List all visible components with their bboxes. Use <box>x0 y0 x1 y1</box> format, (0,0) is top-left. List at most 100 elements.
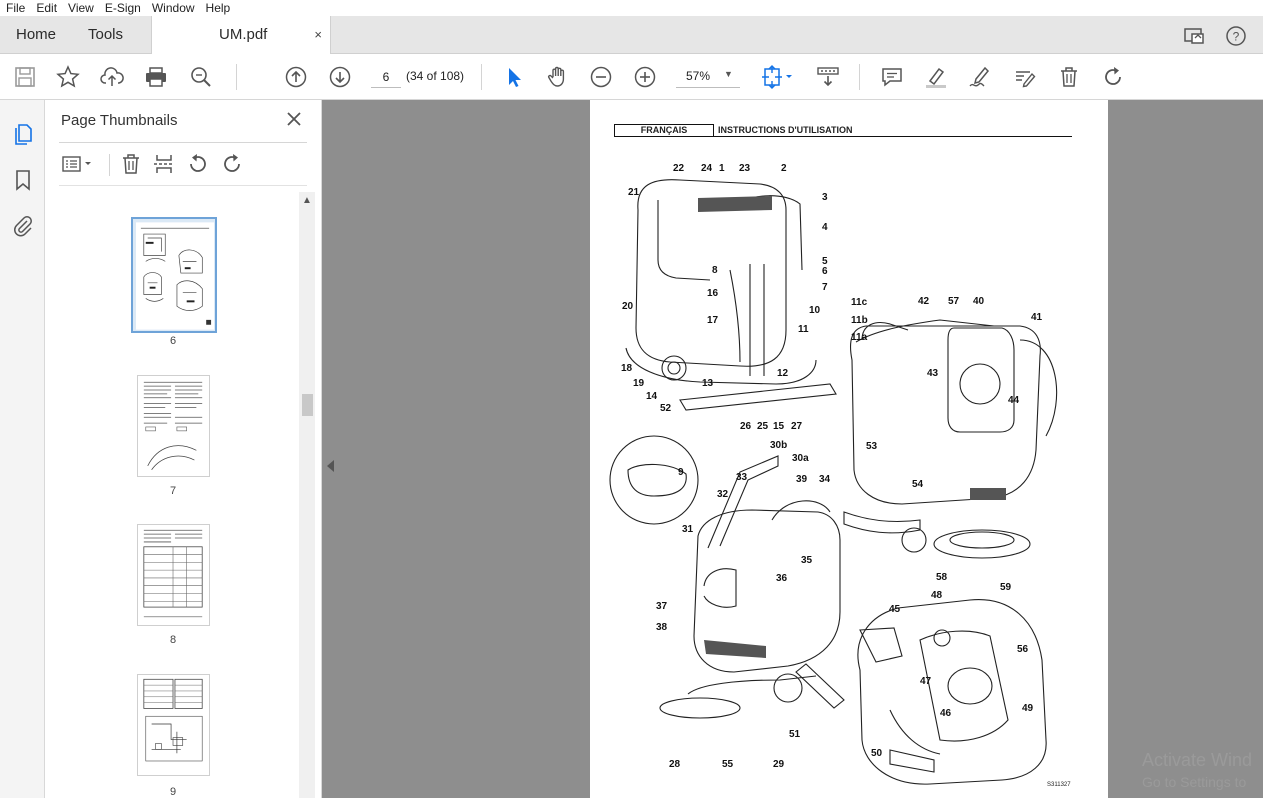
figure-1-column <box>749 264 765 376</box>
menu-esign[interactable]: E-Sign <box>104 1 141 15</box>
figure-callout: 3 <box>822 192 828 203</box>
thumbnail-page-8[interactable] <box>137 524 210 626</box>
collapse-panel-icon[interactable] <box>327 460 334 472</box>
figure-3-base <box>687 675 817 695</box>
tab-bar: Home Tools UM.pdf × ? <box>0 16 1263 54</box>
figure-1-hose <box>729 269 741 363</box>
figure-callout: 7 <box>822 282 828 293</box>
scrollbar-thumb[interactable] <box>302 394 313 416</box>
menu-help[interactable]: Help <box>205 1 231 15</box>
figure-3-squeegee <box>795 663 845 709</box>
hand-tool-icon[interactable] <box>546 65 570 89</box>
tab-home[interactable]: Home <box>16 26 57 43</box>
next-page-icon[interactable] <box>328 65 352 89</box>
close-icon[interactable] <box>285 110 303 128</box>
zoom-dropdown[interactable]: 57% ▼ <box>676 66 740 88</box>
previous-page-icon[interactable] <box>284 65 308 89</box>
figure-callout: 11c <box>851 297 868 308</box>
figure-callout: 11 <box>798 324 809 335</box>
figure-callout: 44 <box>1008 395 1020 406</box>
thumbnail-options-icon[interactable] <box>61 152 95 176</box>
figure-callout: 30b <box>770 440 788 451</box>
comment-icon[interactable] <box>880 65 904 89</box>
fit-page-icon[interactable] <box>760 65 796 89</box>
figure-callout: 27 <box>791 421 803 432</box>
figure-2-tank <box>947 327 1015 433</box>
menu-view[interactable]: View <box>68 1 94 15</box>
figure-3-front-window <box>703 568 737 608</box>
figure-3-brush <box>659 697 741 719</box>
menu-edit[interactable]: Edit <box>36 1 58 15</box>
figure-callout: 6 <box>822 266 828 277</box>
figure-callout: 9 <box>678 467 684 478</box>
rotate-clockwise-icon[interactable] <box>220 152 244 176</box>
header-rule <box>614 136 1072 137</box>
scroll-up-icon[interactable]: ▲ <box>302 195 312 206</box>
toolbar-divider <box>236 64 237 90</box>
menu-file[interactable]: File <box>6 1 26 15</box>
upload-cloud-icon[interactable] <box>100 65 124 89</box>
figure-callout: 28 <box>669 759 681 770</box>
tab-document-label: UM.pdf <box>219 26 268 43</box>
figure-callout: 25 <box>757 421 769 432</box>
figure-callout: 22 <box>673 163 685 174</box>
thumbnail-scrollbar[interactable]: ▲ <box>299 192 315 798</box>
page-thumbnails-icon[interactable] <box>11 122 35 146</box>
figure-4-arm <box>859 627 903 663</box>
edit-text-icon[interactable] <box>1012 65 1036 89</box>
star-icon[interactable] <box>56 65 80 89</box>
tab-tools[interactable]: Tools <box>88 26 124 43</box>
toolbar-divider <box>109 154 110 176</box>
figure-callout: 1 <box>719 163 725 174</box>
menu-window[interactable]: Window <box>151 1 195 15</box>
figure-2-filter <box>959 363 1001 405</box>
share-screen-icon[interactable] <box>1183 25 1205 47</box>
thumbnail-page-8-preview <box>143 529 203 618</box>
figure-callout: 57 <box>948 296 960 307</box>
scroll-mode-icon[interactable] <box>816 65 840 89</box>
draw-sign-icon[interactable] <box>968 65 992 89</box>
page-thumbnails-panel: Page Thumbnails ▲ <box>45 100 322 798</box>
svg-text:?: ? <box>1233 30 1240 44</box>
figure-callout: 31 <box>682 524 694 535</box>
zoom-out-icon[interactable] <box>589 65 613 89</box>
figure-3-body <box>693 509 841 673</box>
select-cursor-icon[interactable] <box>502 65 526 89</box>
tab-document[interactable]: UM.pdf × <box>151 16 331 54</box>
rotate-counterclockwise-icon[interactable] <box>186 152 210 176</box>
split-page-icon[interactable] <box>152 152 176 176</box>
save-icon[interactable] <box>13 65 37 89</box>
figure-callout: 40 <box>973 296 985 307</box>
help-icon[interactable]: ? <box>1225 25 1247 47</box>
figure-callout: 42 <box>918 296 930 307</box>
zoom-search-icon[interactable] <box>189 65 213 89</box>
figure-callout: 10 <box>809 305 821 316</box>
print-icon[interactable] <box>144 65 168 89</box>
page-header-title: INSTRUCTIONS D'UTILISATION <box>718 125 853 135</box>
figure-callout: 13 <box>702 378 714 389</box>
figure-callout: 5 <box>822 256 828 267</box>
page-number-input[interactable] <box>371 66 401 88</box>
zoom-in-icon[interactable] <box>633 65 657 89</box>
activation-watermark-subtext: Go to Settings to <box>1142 774 1247 790</box>
figure-callout: 48 <box>931 590 943 601</box>
figure-callout: 16 <box>707 288 719 299</box>
figure-2-right-bulge <box>1019 339 1058 437</box>
thumbnail-page-9[interactable] <box>137 674 210 776</box>
highlight-pen-icon[interactable] <box>924 65 948 89</box>
figure-1-squeegee <box>679 383 837 411</box>
activation-watermark: Activate Wind <box>1142 750 1253 770</box>
bookmark-icon[interactable] <box>11 168 35 192</box>
tab-close-button[interactable]: × <box>314 27 322 42</box>
figure-callout: 4 <box>822 222 828 233</box>
rotate-icon[interactable] <box>1101 65 1125 89</box>
delete-icon[interactable] <box>1057 65 1081 89</box>
left-icon-rail <box>0 100 45 798</box>
attachment-icon[interactable] <box>11 214 35 238</box>
figure-callout: 36 <box>776 573 788 584</box>
thumbnail-page-6[interactable] <box>131 217 217 333</box>
thumbnail-page-7[interactable] <box>137 375 210 477</box>
figure-callout: 49 <box>1022 703 1034 714</box>
toolbar-divider <box>481 64 482 90</box>
delete-page-icon[interactable] <box>119 152 143 176</box>
